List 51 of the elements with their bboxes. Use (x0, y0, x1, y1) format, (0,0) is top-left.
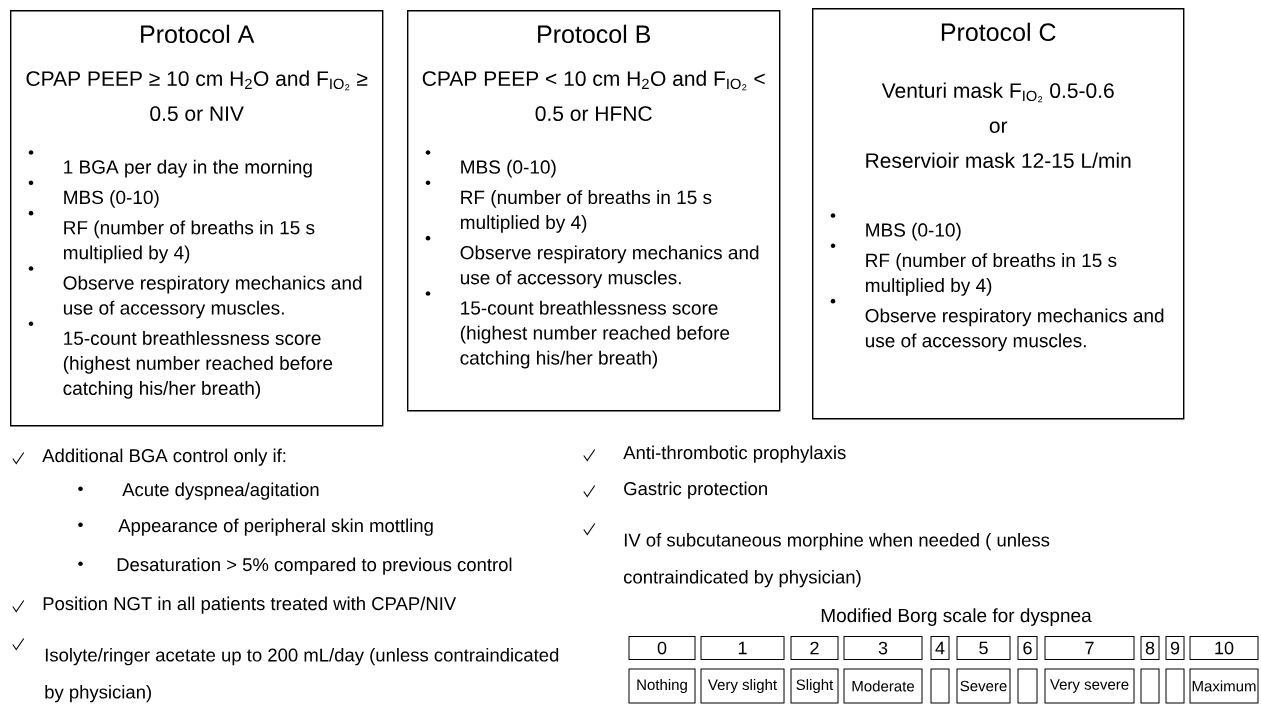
table-cell: 6 (1017, 636, 1038, 660)
table-cell: 0 (628, 636, 696, 660)
checklist-item: Position NGT in all patients treated with CPAP/NIV (12, 596, 457, 614)
box-heading: Protocol C (941, 22, 1056, 42)
scale-title: Modified Borg scale for dyspnea (821, 608, 1092, 626)
checklist-item: Anti-thrombotic prophylaxis (583, 445, 846, 463)
table-cell: Maximum (1189, 668, 1259, 704)
checklist-item: Isolyte/ringer acetate up to 200 mL/day (unless contraindicated by physician) (12, 637, 559, 703)
table-cell: Moderate (843, 668, 923, 704)
checklist-item: Additional BGA control only if: (12, 448, 286, 466)
bullet-item: Observe respiratory mechanics and use of accessory muscles. (830, 298, 1164, 352)
bullet-item: Observe respiratory mechanics and use of accessory muscles. (425, 235, 759, 289)
condition-text: or (989, 121, 1008, 134)
bullet-item: Observe respiratory mechanics and use of accessory muscles. (28, 266, 362, 319)
table-cell: Severe (956, 668, 1011, 704)
table-cell: 7 (1044, 636, 1135, 660)
table-cell: 8 (1140, 636, 1160, 660)
box-heading: Protocol A (141, 24, 255, 44)
table-cell: Very slight (700, 668, 785, 704)
table-cell: 5 (956, 636, 1011, 660)
box-heading: Protocol B (538, 24, 650, 44)
condition-text: Venturi mask F$_{IO₂}$ 0.5-0.6 (881, 82, 1114, 103)
table-cell: 1 (700, 636, 785, 660)
table-cell: 4 (930, 636, 950, 660)
bullet-item: 15-count breathlessness score (highest number reached before catching his/her breath) (28, 321, 333, 399)
bullet-item: RF (number of breaths in 15 s multiplied by 4) (830, 243, 1117, 296)
table-cell: Slight (790, 668, 839, 704)
bullet-item: Appearance of peripheral skin mottling (78, 518, 433, 536)
protocol-box (812, 8, 1185, 420)
bullet-item: MBS (0-10) (830, 213, 961, 241)
protocol-box (407, 10, 781, 412)
table-cell: 3 (843, 636, 923, 660)
bullet-item: MBS (0-10) (425, 150, 556, 178)
bullet-item: 1 BGA per day in the morning (28, 150, 312, 178)
table-cell: Very severe (1044, 668, 1135, 704)
checklist-item: IV of subcutaneous morphine when needed ( unless contraindicated by physician) (583, 522, 1050, 588)
bullet-item: RF (number of breaths in 15 s multiplied by 4) (28, 210, 315, 264)
bullet-item: Acute dyspnea/agitation (78, 482, 319, 500)
condition-text: CPAP PEEP ≥ 10 cm H$_{2}$O and F$_{IO₂}$ ≥ 0.5 or NIV (26, 70, 368, 121)
bullet-item: Desaturation > 5% compared to previous control (78, 557, 512, 575)
bullet-item: RF (number of breaths in 15 s multiplied by 4) (425, 180, 712, 233)
condition-text: Reservioir mask 12-15 L/min (866, 152, 1131, 168)
checklist-item: Gastric protection (583, 481, 767, 499)
condition-text: CPAP PEEP < 10 cm H$_{2}$O and F$_{IO₂}$ < 0.5 or HFNC (422, 70, 765, 121)
protocol-box (10, 10, 384, 427)
table-cell: 10 (1189, 636, 1259, 660)
bullet-item: 15-count breathlessness score (highest number reached before catching his/her breath) (425, 291, 730, 369)
bullet-item: MBS (0-10) (28, 180, 159, 208)
table-cell: 2 (790, 636, 839, 660)
table-cell: 9 (1165, 636, 1185, 660)
table-cell: Nothing (628, 668, 696, 704)
